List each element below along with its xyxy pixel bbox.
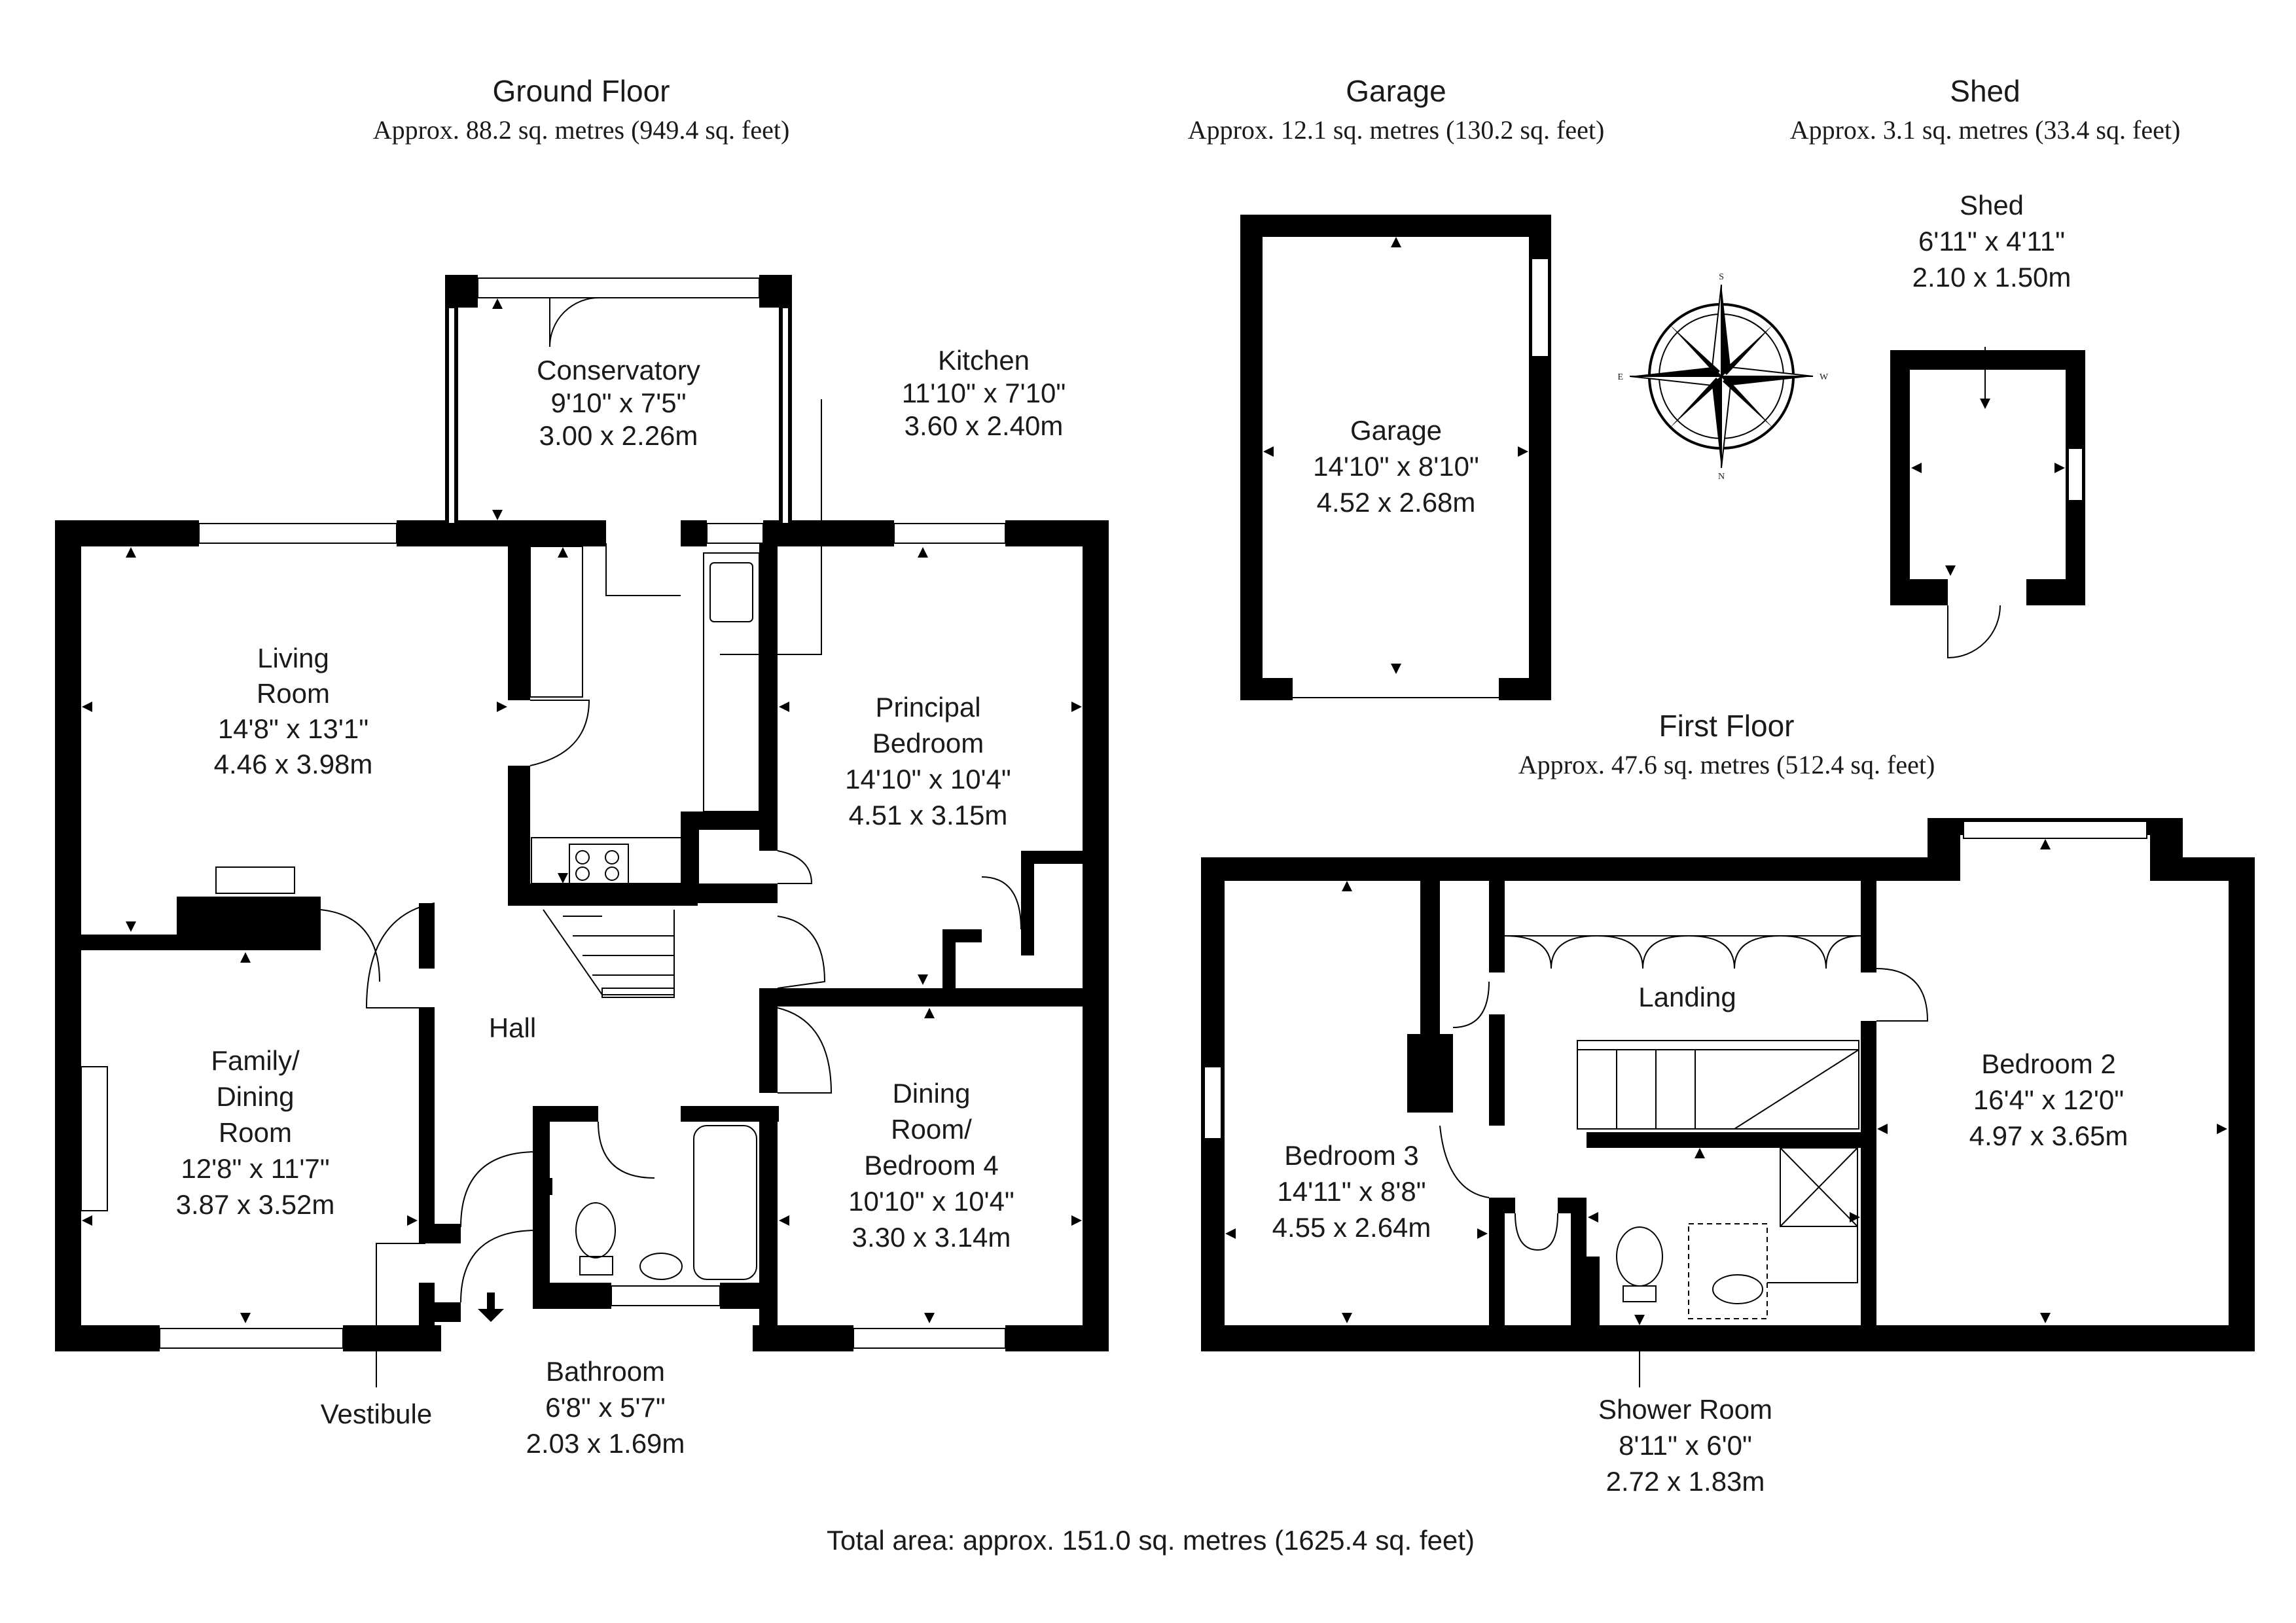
garage-area: Approx. 12.1 sq. metres (130.2 sq. feet): [1188, 115, 1605, 145]
svg-text:N: N: [1718, 472, 1725, 482]
svg-text:Bedroom: Bedroom: [872, 728, 984, 758]
garage-walls: [1240, 215, 1551, 700]
svg-text:Living: Living: [257, 643, 329, 673]
svg-text:Bedroom 4: Bedroom 4: [864, 1150, 998, 1181]
svg-text:W: W: [1820, 372, 1829, 382]
svg-text:4.97 x 3.65m: 4.97 x 3.65m: [1969, 1120, 2128, 1151]
svg-text:6'8" x 5'7": 6'8" x 5'7": [545, 1392, 666, 1423]
svg-text:Vestibule: Vestibule: [321, 1399, 432, 1429]
svg-text:Garage: Garage: [1350, 415, 1442, 446]
bedroom2-label: Bedroom 2 16'4" x 12'0" 4.97 x 3.65m: [1969, 1048, 2128, 1151]
shed-label: Shed 6'11" x 4'11" 2.10 x 1.50m: [1912, 190, 2072, 293]
bathroom-label: Bathroom 6'8" x 5'7" 2.03 x 1.69m: [526, 1356, 685, 1459]
svg-text:Bedroom 3: Bedroom 3: [1284, 1140, 1418, 1171]
svg-text:10'10" x 10'4": 10'10" x 10'4": [848, 1186, 1014, 1217]
first-floor-dimension-ticks: [1225, 839, 2227, 1325]
svg-text:Room: Room: [219, 1117, 292, 1148]
shed-dimension-ticks: [1911, 347, 2065, 576]
principal-bedroom-label: Principal Bedroom 14'10" x 10'4" 4.51 x …: [845, 692, 1011, 830]
svg-text:3.00 x 2.26m: 3.00 x 2.26m: [539, 420, 698, 451]
shed-title: Shed: [1950, 74, 2020, 108]
svg-text:4.51 x 3.15m: 4.51 x 3.15m: [849, 800, 1008, 830]
compass-rose-icon: S N E W: [1617, 272, 1829, 482]
shower-room-label: Shower Room 8'11" x 6'0" 2.72 x 1.83m: [1598, 1394, 1772, 1497]
svg-text:Principal: Principal: [875, 692, 980, 722]
svg-text:3.60 x 2.40m: 3.60 x 2.40m: [905, 410, 1064, 441]
ground-floor-area: Approx. 88.2 sq. metres (949.4 sq. feet): [373, 115, 790, 145]
svg-text:2.10 x 1.50m: 2.10 x 1.50m: [1912, 262, 2072, 293]
ground-floor-dimension-ticks: [82, 298, 1082, 1323]
kitchen-label: Kitchen 11'10" x 7'10" 3.60 x 2.40m: [902, 345, 1066, 441]
living-room-label: Living Room 14'8" x 13'1" 4.46 x 3.98m: [214, 643, 373, 779]
svg-text:Bedroom 2: Bedroom 2: [1981, 1048, 2115, 1079]
garage-dimension-ticks: [1263, 237, 1528, 674]
garage-label: Garage 14'10" x 8'10" 4.52 x 2.68m: [1313, 415, 1479, 518]
svg-text:2.72 x 1.83m: 2.72 x 1.83m: [1606, 1466, 1765, 1497]
svg-text:4.55 x 2.64m: 4.55 x 2.64m: [1272, 1212, 1431, 1243]
svg-text:4.52 x 2.68m: 4.52 x 2.68m: [1317, 487, 1476, 518]
svg-text:Shower Room: Shower Room: [1598, 1394, 1772, 1425]
svg-text:Conservatory: Conservatory: [537, 355, 700, 385]
svg-text:Family/: Family/: [211, 1045, 300, 1076]
shed-walls: [1890, 350, 2085, 659]
vestibule-label: Vestibule: [321, 1399, 432, 1429]
svg-text:E: E: [1617, 372, 1623, 382]
svg-text:3.30 x 3.14m: 3.30 x 3.14m: [852, 1222, 1011, 1253]
ground-floor-windows: [81, 277, 1006, 1349]
svg-text:14'10" x 10'4": 14'10" x 10'4": [845, 764, 1011, 794]
svg-text:14'8" x 13'1": 14'8" x 13'1": [218, 713, 368, 744]
garage-title: Garage: [1346, 74, 1446, 108]
bedroom3-label: Bedroom 3 14'11" x 8'8" 4.55 x 2.64m: [1272, 1140, 1431, 1243]
svg-text:3.87 x 3.52m: 3.87 x 3.52m: [176, 1189, 335, 1220]
ground-floor-walls: [55, 275, 1109, 1351]
first-floor-fixtures: [1439, 935, 1929, 1387]
first-floor-area: Approx. 47.6 sq. metres (512.4 sq. feet): [1518, 750, 1935, 779]
svg-text:Hall: Hall: [489, 1012, 536, 1043]
svg-text:6'11" x 4'11": 6'11" x 4'11": [1918, 226, 2065, 257]
landing-label: Landing: [1638, 982, 1736, 1012]
ground-floor-title: Ground Floor: [492, 74, 670, 108]
svg-text:4.46 x 3.98m: 4.46 x 3.98m: [214, 749, 373, 779]
svg-text:14'10" x 8'10": 14'10" x 8'10": [1313, 451, 1479, 482]
hall-label: Hall: [489, 1012, 536, 1043]
svg-text:Room: Room: [257, 678, 330, 709]
total-area: Total area: approx. 151.0 sq. metres (16…: [827, 1525, 1475, 1556]
svg-text:Dining: Dining: [892, 1078, 970, 1109]
svg-text:Bathroom: Bathroom: [546, 1356, 665, 1387]
family-dining-label: Family/ Dining Room 12'8" x 11'7" 3.87 x…: [176, 1045, 335, 1220]
svg-text:Room/: Room/: [891, 1114, 972, 1145]
first-floor-title: First Floor: [1659, 709, 1795, 743]
svg-text:2.03 x 1.69m: 2.03 x 1.69m: [526, 1428, 685, 1459]
svg-text:Kitchen: Kitchen: [938, 345, 1030, 376]
svg-text:Shed: Shed: [1960, 190, 2024, 221]
first-floor-walls: [1201, 818, 2255, 1351]
svg-text:14'11" x 8'8": 14'11" x 8'8": [1277, 1176, 1426, 1207]
dining-bedroom4-label: Dining Room/ Bedroom 4 10'10" x 10'4" 3.…: [848, 1078, 1014, 1253]
svg-text:Landing: Landing: [1638, 982, 1736, 1012]
conservatory-label: Conservatory 9'10" x 7'5" 3.00 x 2.26m: [537, 355, 700, 451]
svg-text:16'4" x 12'0": 16'4" x 12'0": [1973, 1084, 2124, 1115]
svg-text:9'10" x 7'5": 9'10" x 7'5": [551, 387, 687, 418]
svg-text:S: S: [1719, 272, 1724, 282]
ground-floor-fixtures: [320, 297, 1022, 1387]
svg-text:11'10" x 7'10": 11'10" x 7'10": [902, 378, 1066, 408]
svg-text:8'11" x 6'0": 8'11" x 6'0": [1619, 1430, 1752, 1461]
svg-text:12'8" x 11'7": 12'8" x 11'7": [181, 1153, 329, 1184]
svg-text:Dining: Dining: [216, 1081, 294, 1112]
shed-area: Approx. 3.1 sq. metres (33.4 sq. feet): [1790, 115, 2181, 145]
